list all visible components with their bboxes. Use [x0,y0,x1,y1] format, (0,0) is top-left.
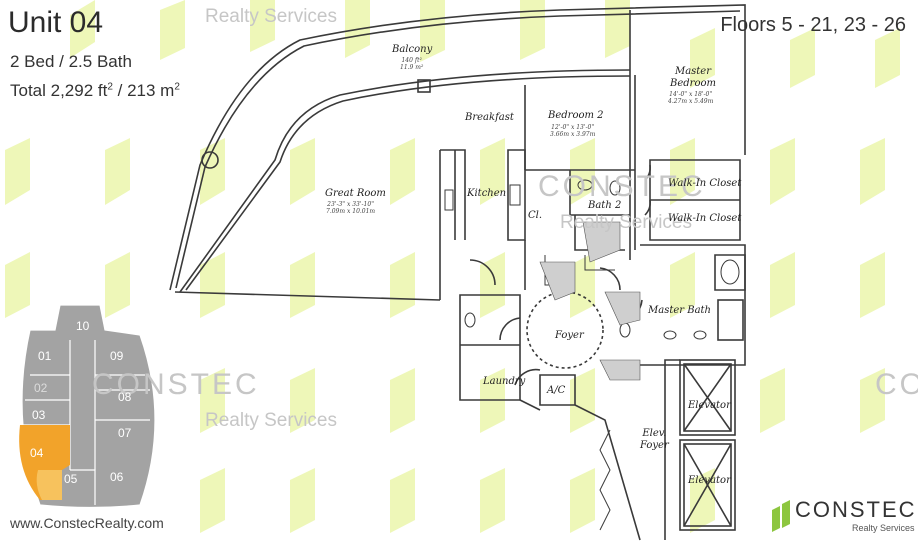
room-breakfast: Breakfast [465,112,514,123]
room-kitchen: Kitchen [467,188,507,199]
watermark-services-left: Realty Services [205,410,337,431]
total-area: Total 2,292 ft2 / 213 m2 [10,81,180,100]
keyplan-unit-05: 05 [64,472,78,486]
watermark-brand-center: CONSTEC [538,170,706,203]
keyplan-unit-04: 04 [30,446,44,460]
room-great-room: Great Room [325,188,386,199]
room-foyer: Foyer [555,330,584,341]
room-elevator-2: Elevator [688,475,731,486]
website-url: www.ConstecRealty.com [10,515,164,531]
watermark-services-top: Realty Services [205,6,337,27]
logo-name: CONSTEC [795,497,917,522]
room-master-bedroom-dims: 14'-0" x 18'-0"4.27m x 5.49m [668,91,714,105]
constec-logo-mark [772,500,790,532]
room-bath-2: Bath 2 [588,200,622,211]
keyplan-unit-03: 03 [32,408,46,422]
watermark-brand-right: CONSTEC [875,368,918,401]
floors-range: Floors 5 - 21, 23 - 26 [720,14,906,36]
logo-tagline: Realty Services [852,523,915,533]
beds-baths: 2 Bed / 2.5 Bath [10,52,132,71]
keyplan-unit-07: 07 [118,426,132,440]
keyplan-unit-02: 02 [34,381,48,395]
keyplan-unit-09: 09 [110,349,124,363]
keyplan-unit-10: 10 [76,319,90,333]
room-balcony: Balcony [392,44,433,55]
watermark-brand-left: CONSTEC [92,368,260,401]
room-master-bath: Master Bath [648,305,711,316]
keyplan-unit-06: 06 [110,470,124,484]
room-laundry: Laundry [483,376,526,387]
room-closet: Cl. [528,210,543,221]
floor-plan-walls [169,4,746,541]
room-bedroom-2: Bedroom 2 [548,110,604,121]
room-walk-in-closet-1: Walk-In Closet [668,178,742,189]
room-elevator-1: Elevator [688,400,731,411]
keyplan-unit-08: 08 [118,390,132,404]
room-walk-in-closet-2: Walk-In Closet [668,213,742,224]
key-plan [19,304,156,509]
watermark-services-center: Realty Services [560,212,692,233]
keyplan-unit-01: 01 [38,349,52,363]
room-bedroom-2-dims: 12'-0" x 13'-0"3.66m x 3.97m [550,124,596,138]
room-great-room-dims: 23'-3" x 33'-10"7.09m x 10.01m [326,201,376,215]
room-ac: A/C [547,385,566,396]
room-elev-foyer: Elev.Foyer [640,428,669,451]
unit-title: Unit 04 [8,6,104,39]
floor-plan-shaded-areas [539,221,641,381]
